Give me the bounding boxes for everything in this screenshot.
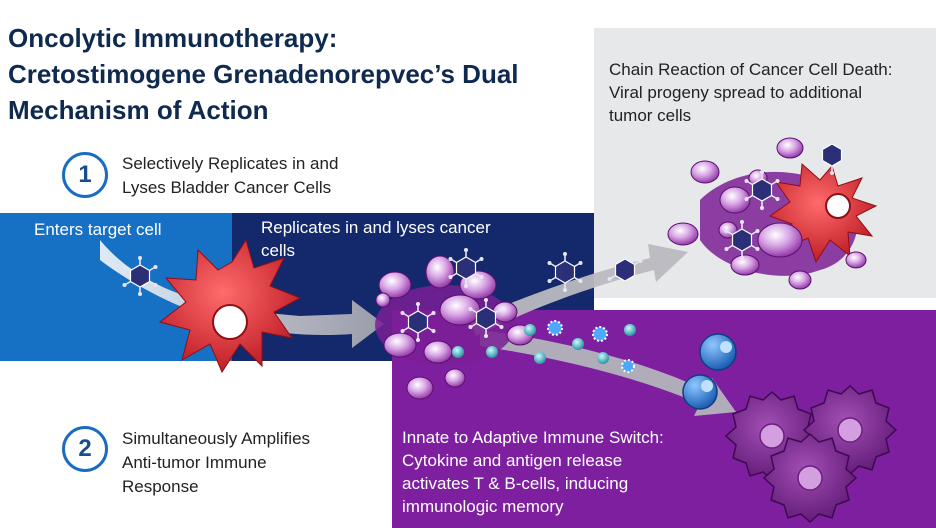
- b-cell-icon: [699, 333, 737, 371]
- cytokine-dots: [452, 320, 636, 373]
- chain-reaction-line: Viral progeny spread to additional: [609, 83, 862, 102]
- replicates-line: Replicates in and lyses cancer: [261, 218, 491, 237]
- cancer-cell-icon: [158, 238, 302, 374]
- step-2-line: Anti-tumor Immune: [122, 453, 267, 472]
- step-2: 2 Simultaneously Amplifies Anti-tumor Im…: [62, 426, 310, 499]
- step-1-number: 1: [62, 152, 108, 198]
- immune-switch-line: activates T & B-cells, inducing: [402, 474, 629, 493]
- chain-reaction-cluster: [667, 137, 878, 290]
- step-1-line: Selectively Replicates in and: [122, 154, 339, 173]
- page-title: Oncolytic Immunotherapy: Cretostimogene …: [8, 20, 608, 128]
- virus-icon: [813, 134, 851, 176]
- title-line: Cretostimogene Grenadenorepvec’s Dual: [8, 59, 519, 89]
- step-1: 1 Selectively Replicates in and Lyses Bl…: [62, 152, 338, 200]
- immune-switch-line: immunologic memory: [402, 497, 564, 516]
- replicates-line: cells: [261, 241, 296, 260]
- replicates-label: Replicates in and lyses cancer cells: [261, 216, 491, 262]
- immune-switch-label: Innate to Adaptive Immune Switch: Cytoki…: [402, 426, 664, 518]
- enters-target-cell-label: Enters target cell: [34, 220, 162, 239]
- chain-reaction-label: Chain Reaction of Cancer Cell Death: Vir…: [609, 58, 936, 127]
- step-2-text: Simultaneously Amplifies Anti-tumor Immu…: [122, 427, 310, 499]
- title-line: Oncolytic Immunotherapy:: [8, 23, 338, 53]
- title-line: Mechanism of Action: [8, 95, 269, 125]
- step-1-line: Lyses Bladder Cancer Cells: [122, 178, 332, 197]
- b-cell-icon: [682, 374, 718, 410]
- chain-reaction-line: tumor cells: [609, 106, 692, 125]
- step-2-line: Simultaneously Amplifies: [122, 429, 311, 448]
- step-2-line: Response: [122, 477, 199, 496]
- chain-reaction-line: Chain Reaction of Cancer Cell Death:: [609, 60, 893, 79]
- immune-switch-line: Cytokine and antigen release: [402, 451, 623, 470]
- step-2-number: 2: [62, 426, 108, 472]
- immune-switch-line: Innate to Adaptive Immune Switch:: [402, 428, 664, 447]
- step-1-text: Selectively Replicates in and Lyses Blad…: [122, 152, 338, 200]
- lysing-cell-cluster: [375, 255, 534, 400]
